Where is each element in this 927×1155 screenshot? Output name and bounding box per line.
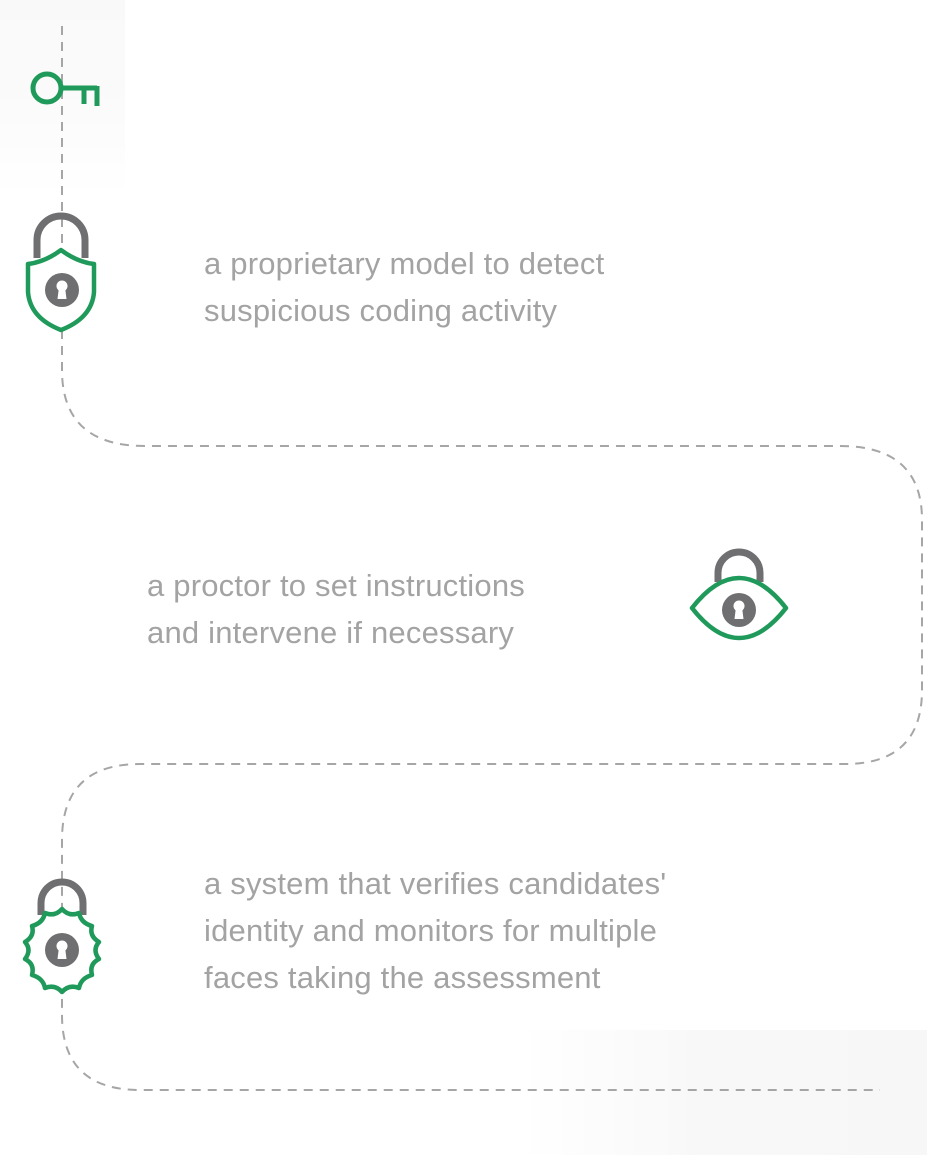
step-1-line-1: a proprietary model to detect [204,246,605,281]
step-2-description: a proctor to set instructions and interv… [147,562,525,656]
eye-lock-icon [689,548,789,641]
step-3-line-1: a system that verifies candidates' [204,866,667,901]
step-3-line-3: faces taking the assessment [204,960,601,995]
step-1-description: a proprietary model to detect suspicious… [204,240,604,334]
bottom-shade [520,1030,927,1155]
step-2-line-2: and intervene if necessary [147,615,515,650]
step-2-line-1: a proctor to set instructions [147,568,525,603]
key-icon [30,71,100,106]
badge-lock-icon [22,878,102,995]
shield-lock-icon [25,212,97,333]
dashed-connector [61,26,923,1091]
step-1-line-2: suspicious coding activity [204,293,558,328]
step-3-line-2: identity and monitors for multiple [204,913,658,948]
step-3-description: a system that verifies candidates' ident… [204,860,666,1001]
